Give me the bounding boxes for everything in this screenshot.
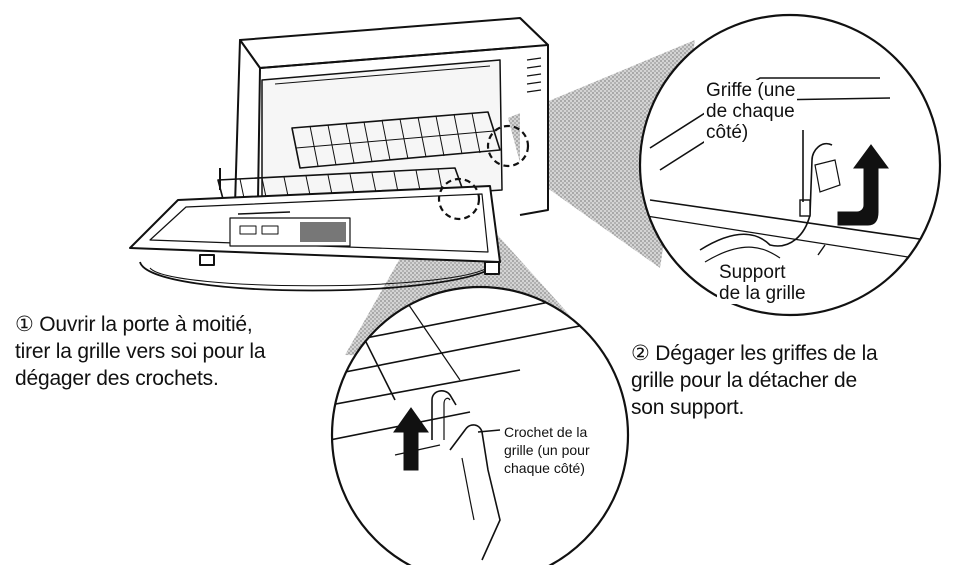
claw-callout: Griffe (une de chaque côté) <box>704 80 798 143</box>
hook-highlight <box>437 177 481 221</box>
curved-arrow-icon <box>837 144 889 226</box>
step2-number: ② <box>631 342 650 365</box>
claw-callout-line-2: de chaque <box>706 101 795 122</box>
step2-line-1: Dégager les griffes de la <box>655 342 878 365</box>
oven-illustration <box>129 17 549 292</box>
step1-line-1: Ouvrir la porte à moitié, <box>39 313 253 336</box>
zoom-circle-hook <box>330 285 630 565</box>
hook-callout-line-3: chaque côté) <box>504 460 585 476</box>
step1-number: ① <box>15 313 34 336</box>
up-arrow-icon <box>393 407 429 471</box>
step1-line-3: dégager des crochets. <box>15 367 219 390</box>
support-callout-line-2: de la grille <box>719 283 806 304</box>
claw-callout-line-3: côté) <box>706 122 749 143</box>
support-callout-line-1: Support <box>719 262 786 283</box>
step1-line-2: tirer la grille vers soi pour la <box>15 340 266 363</box>
step1-instruction: ① Ouvrir la porte à moitié, tirer la gri… <box>15 311 266 392</box>
step2-line-2: grille pour la détacher de <box>631 369 857 392</box>
hook-callout-line-1: Crochet de la <box>504 424 588 440</box>
claw-callout-line-1: Griffe (une <box>706 80 796 101</box>
support-callout: Support de la grille <box>717 262 808 304</box>
hook-callout: Crochet de la grille (un pour chaque côt… <box>502 423 592 477</box>
claw-highlight <box>486 124 530 168</box>
step2-instruction: ② Dégager les griffes de la grille pour … <box>631 340 878 421</box>
hook-callout-line-2: grille (un pour <box>504 442 590 458</box>
step2-line-3: son support. <box>631 396 745 419</box>
